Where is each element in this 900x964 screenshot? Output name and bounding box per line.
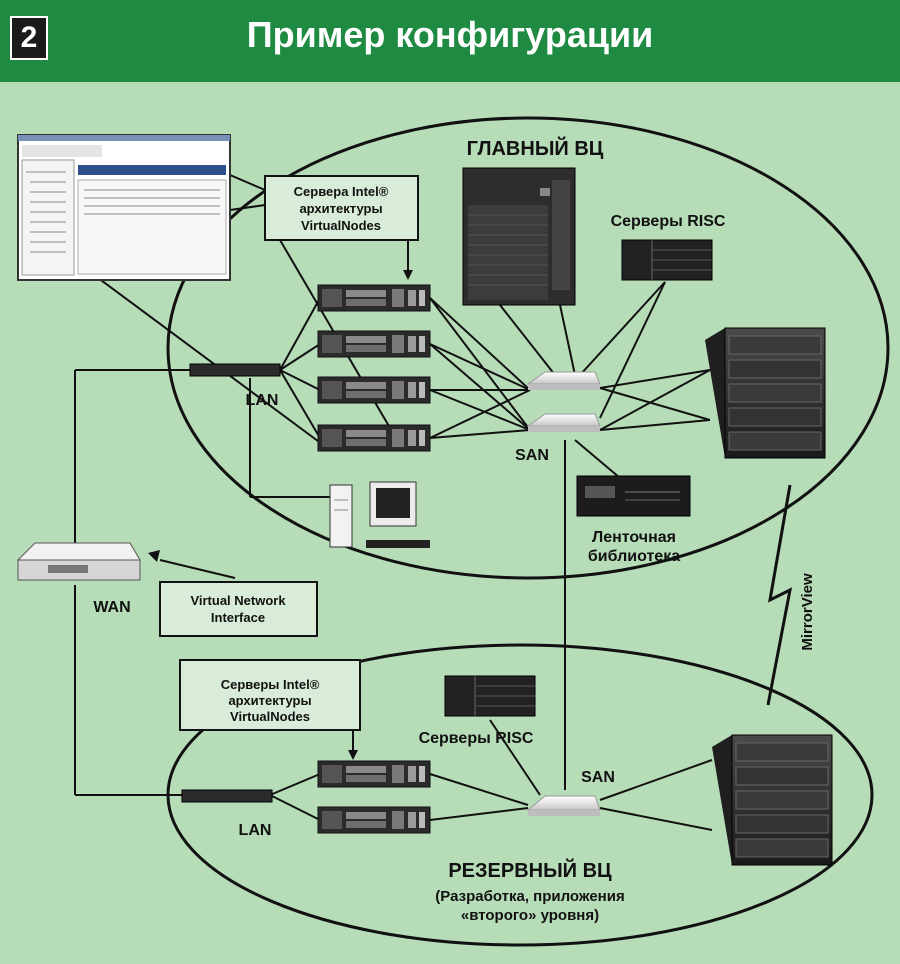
figure-number-badge: 2 — [10, 16, 48, 60]
rack-server-icon — [317, 376, 431, 404]
main-san-label: SAN — [515, 447, 549, 464]
backup-san-switch-icon — [526, 795, 601, 816]
workstation-icon — [329, 481, 430, 548]
backup-dc-subtitle-line-1: (Разработка, приложения — [435, 888, 624, 905]
backup-risc-server-icon — [444, 675, 536, 717]
backup-intel-box-line-1: Серверы Intel® — [221, 677, 320, 692]
wan-router-icon — [16, 542, 141, 581]
vni-box-line-2: Interface — [211, 610, 265, 625]
intel-box-line-3: VirtualNodes — [301, 218, 381, 233]
rack-server-icon — [317, 284, 431, 312]
mainframe-server-icon — [462, 167, 576, 306]
mirrorview-link-icon — [766, 484, 793, 706]
backup-storage-array-icon — [711, 734, 833, 866]
backup-intel-box-line-2: архитектуры — [228, 693, 311, 708]
backup-risc-label: Серверы RISC — [419, 730, 534, 747]
page-title: Пример конфигурации — [246, 14, 654, 55]
header-bar: 2 Пример конфигурации — [0, 0, 900, 82]
vni-box-line-1: Virtual Network — [190, 593, 286, 608]
backup-rack-server-icon — [317, 806, 431, 834]
main-lan-label: LAN — [246, 392, 279, 409]
main-dc-title: ГЛАВНЫЙ ВЦ — [467, 136, 604, 160]
main-risc-label: Серверы RISC — [611, 213, 726, 230]
backup-connections — [269, 719, 713, 831]
san-switch-icon — [526, 371, 601, 432]
backup-intel-box-line-3: VirtualNodes — [230, 709, 310, 724]
risc-server-icon — [621, 239, 713, 281]
tape-label-line-2: библиотека — [588, 548, 680, 565]
tape-library-icon — [576, 475, 691, 517]
intel-box-line-1: Сервера Intel® — [294, 184, 389, 199]
tape-label-line-1: Ленточная — [592, 529, 676, 546]
wan-label: WAN — [93, 599, 130, 616]
backup-dc-title: РЕЗЕРВНЫЙ ВЦ — [448, 858, 612, 882]
mirrorview-label: MirrorView — [799, 573, 816, 651]
backup-san-label: SAN — [581, 769, 615, 786]
rack-server-icon — [317, 330, 431, 358]
intel-servers-box — [264, 175, 419, 241]
backup-rack-server-icon — [317, 760, 431, 788]
main-connections — [19, 174, 711, 796]
virtual-network-interface-box — [159, 581, 318, 637]
backup-dc-subtitle-line-2: «второго» уровня) — [461, 907, 599, 924]
rack-server-icon — [317, 424, 431, 452]
lan-switch-icon — [189, 363, 281, 377]
storage-array-icon — [704, 327, 826, 459]
backup-lan-switch-icon — [181, 789, 273, 803]
backup-intel-servers-box — [179, 659, 361, 731]
backup-lan-label: LAN — [239, 822, 272, 839]
console-screenshot-icon — [17, 134, 231, 281]
main-dc-ellipse — [166, 116, 890, 580]
intel-box-line-2: архитектуры — [299, 201, 382, 216]
